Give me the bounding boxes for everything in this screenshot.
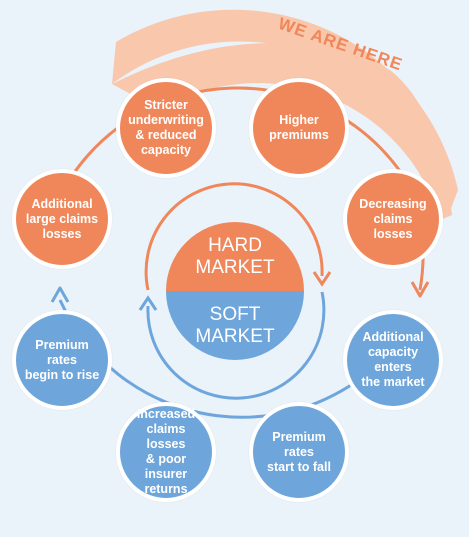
node-higher-premiums: Higher premiums xyxy=(249,78,349,178)
we-are-here-band-fill xyxy=(112,43,452,221)
node-decreasing-claims: Decreasing claims losses xyxy=(343,169,443,269)
we-are-here-band xyxy=(112,9,458,216)
arrow-up-icon xyxy=(50,286,70,303)
node-premium-rates-fall: Premium rates start to fall xyxy=(249,402,349,502)
inner-arrow-orange-icon xyxy=(312,271,332,287)
node-additional-large-claims: Additional large claims losses xyxy=(12,169,112,269)
inner-arrow-blue-icon xyxy=(138,295,158,311)
node-premium-rates-rise: Premium rates begin to rise xyxy=(12,310,112,410)
soft-market-label: SOFT MARKET xyxy=(166,291,304,360)
node-increased-claims: Increased claims losses & poor insurer r… xyxy=(116,402,216,502)
arrow-down-icon xyxy=(410,281,430,298)
inner-ring-blue xyxy=(146,291,326,400)
inner-ring-orange xyxy=(144,182,324,291)
cycle-connector-orange xyxy=(56,86,414,201)
node-additional-capacity: Additional capacity enters the market xyxy=(343,310,443,410)
node-stricter-underwriting: Stricter underwriting & reduced capacity xyxy=(116,78,216,178)
